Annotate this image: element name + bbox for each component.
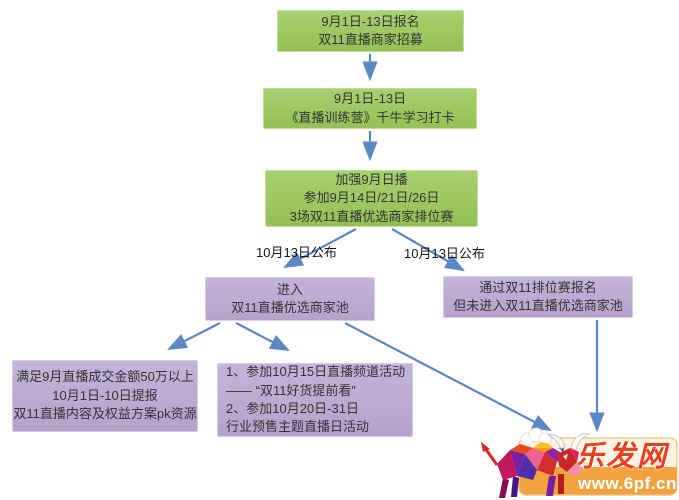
bull-logo-icon: 乐发网 www.6pf.cn (481, 427, 678, 498)
node-ranking-line3: 3场双11直播优选商家排位赛 (289, 208, 454, 224)
node-pool-line2: 双11直播优选商家池 (231, 300, 349, 315)
node-training-line1: 9月1日-13日 (333, 91, 407, 107)
node-activities-line4: 行业预售主题直播日活动 (226, 419, 370, 435)
node-notpool-line1: 通过双11排位赛报名 (479, 279, 597, 295)
cloud-icon (520, 427, 552, 446)
node-selected-pool: 进入 双11直播优选商家池 (205, 277, 375, 321)
node-activities-line3: 2、参加10月20日-31日 (226, 401, 359, 416)
node-training-line2: 《直播训练营》千牛学习打卡 (285, 109, 455, 125)
arrow-pool-to-activities (235, 322, 290, 352)
node-pk-line3: 双11直播内容及权益方案pk资源 (13, 406, 197, 422)
node-ranking-contest: 加强9月日播 参加9月14日/21日/26日 3场双11直播优选商家排位赛 (265, 170, 478, 227)
node-notpool-line2: 但未进入双11直播优选商家池 (453, 298, 623, 313)
node-pk-line1: 满足9月直播成交金额50万以上 (16, 369, 194, 385)
node-signup-line2: 双11直播商家招募 (318, 32, 423, 47)
edge-label-right: 10月13日公布 (404, 246, 485, 261)
node-pk-line2: 10月1日-10日提报 (52, 387, 158, 403)
watermark-logo: 乐发网 www.6pf.cn (475, 418, 679, 500)
arrow-pool-to-pk (167, 322, 221, 350)
watermark-site-url: www.6pf.cn (577, 474, 677, 493)
node-not-in-pool: 通过双11排位赛报名 但未进入双11直播优选商家池 (443, 276, 633, 318)
node-ranking-line2: 参加9月14日/21日/26日 (303, 190, 440, 206)
node-pk-resources: 满足9月直播成交金额50万以上 10月1日-10日提报 双11直播内容及权益方案… (12, 360, 198, 432)
edge-label-left: 10月13日公布 (256, 245, 337, 260)
watermark-site-name: 乐发网 (575, 440, 670, 473)
node-signup-line1: 9月1日-13日报名 (321, 13, 420, 29)
node-activities-line2: —— “双11好货提前看” (226, 382, 356, 398)
node-pool-line1: 进入 (276, 281, 303, 297)
bull-graphic (481, 433, 591, 498)
node-presale-activities: 1、参加10月15日直播频道活动 —— “双11好货提前看” 2、参加10月20… (217, 363, 413, 437)
node-training-camp: 9月1日-13日 《直播训练营》千牛学习打卡 (263, 88, 477, 129)
node-ranking-line1: 加强9月日播 (335, 171, 408, 187)
node-activities-line1: 1、参加10月15日直播频道活动 (226, 364, 406, 380)
node-signup: 9月1日-13日报名 双11直播商家招募 (277, 10, 464, 52)
